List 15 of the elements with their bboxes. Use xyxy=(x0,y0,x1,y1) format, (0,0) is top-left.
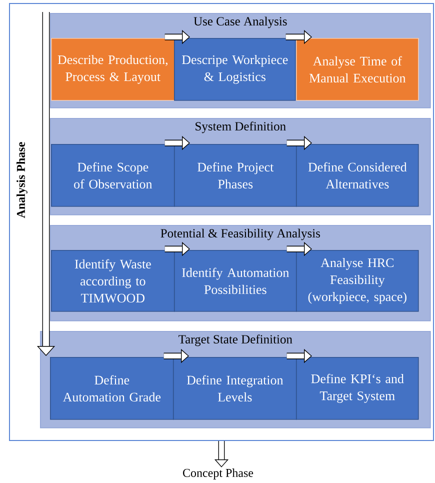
step-box: Define Considered Alternatives xyxy=(296,144,419,207)
step-box: Describe Production, Process & Layout xyxy=(51,38,175,101)
phase-label: Analysis Phase xyxy=(16,142,28,218)
step-box: Define Integration Levels xyxy=(173,357,297,420)
step-box: Define Project Phases xyxy=(174,144,297,207)
frame-box xyxy=(9,3,434,441)
step-box: Descripe Workpiece & Logistics xyxy=(174,38,296,101)
step-box: Analyse HRC Feasibility (workpiece, space) xyxy=(296,250,419,312)
step-box: Identify Automation Possibilities xyxy=(174,250,297,312)
step-box: Define KPI‘s and Target System xyxy=(296,357,419,420)
step-box: Analyse Time of Manual Execution xyxy=(296,38,419,101)
step-box: Identify Waste according to TIMWOOD xyxy=(51,250,175,312)
step-box: Define Scope of Observation xyxy=(51,144,175,207)
phase-label: Concept Phase xyxy=(183,468,254,480)
step-box: Define Automation Grade xyxy=(50,357,174,420)
